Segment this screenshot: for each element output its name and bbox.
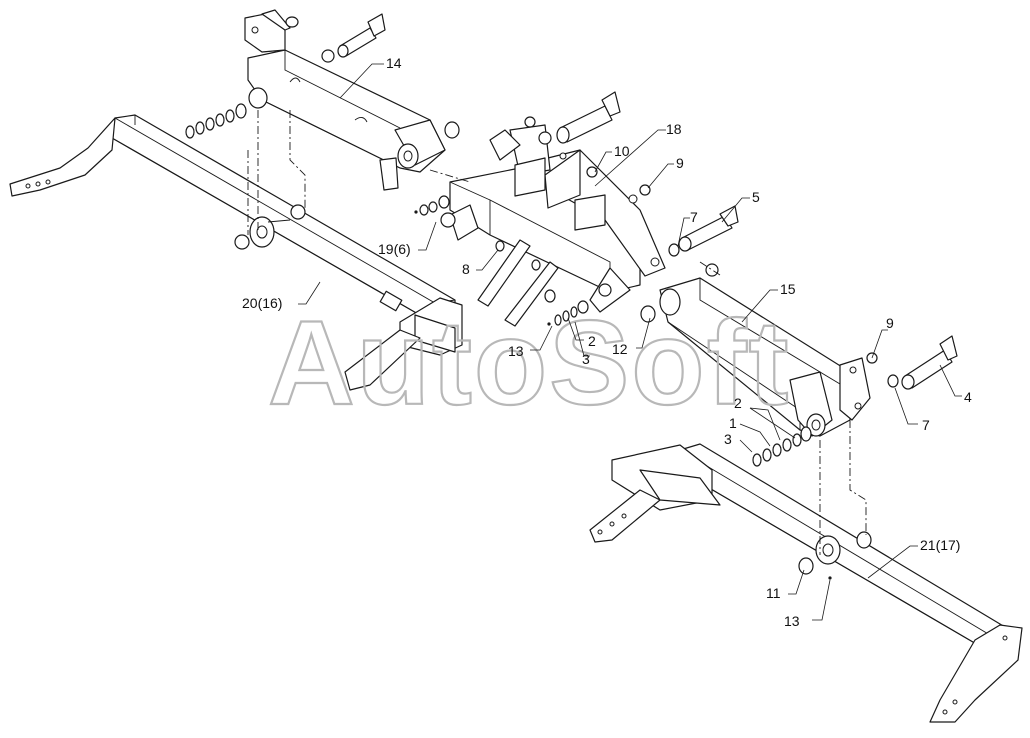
watermark: AutoSoft (268, 296, 790, 430)
callout-3-center: 3 (582, 351, 590, 367)
callout-12: 12 (612, 341, 628, 357)
callout-11: 11 (766, 585, 781, 601)
upper-left-arm (185, 9, 460, 191)
right-arm (640, 205, 958, 467)
callout-labels: 14 18 10 9 5 7 19(6) 8 20(16) 15 2 13 3 … (242, 55, 972, 629)
callout-2-center: 2 (588, 333, 596, 349)
right-frame-beam (589, 443, 1023, 723)
callout-15: 15 (780, 281, 796, 297)
callout-13-center: 13 (508, 343, 524, 359)
callout-9-right: 9 (886, 315, 894, 331)
callout-8: 8 (462, 261, 470, 277)
callout-18: 18 (666, 121, 682, 137)
callout-1: 1 (729, 415, 737, 431)
callout-19-6: 19(6) (378, 241, 411, 257)
callout-3-right: 3 (724, 431, 732, 447)
callout-4: 4 (964, 389, 972, 405)
left-frame-beam (9, 114, 463, 391)
callout-7-top: 7 (690, 209, 698, 225)
callout-20-16: 20(16) (242, 295, 282, 311)
callout-9-top: 9 (676, 155, 684, 171)
callout-21-17: 21(17) (920, 537, 960, 553)
callout-10: 10 (614, 143, 630, 159)
callout-2-right: 2 (734, 395, 742, 411)
callout-7-right: 7 (922, 417, 930, 433)
center-lines (247, 110, 867, 555)
callout-5: 5 (752, 189, 760, 205)
callout-13-bottom: 13 (784, 613, 800, 629)
callout-14: 14 (386, 55, 402, 71)
center-frame (414, 91, 666, 327)
leader-lines (298, 63, 962, 621)
